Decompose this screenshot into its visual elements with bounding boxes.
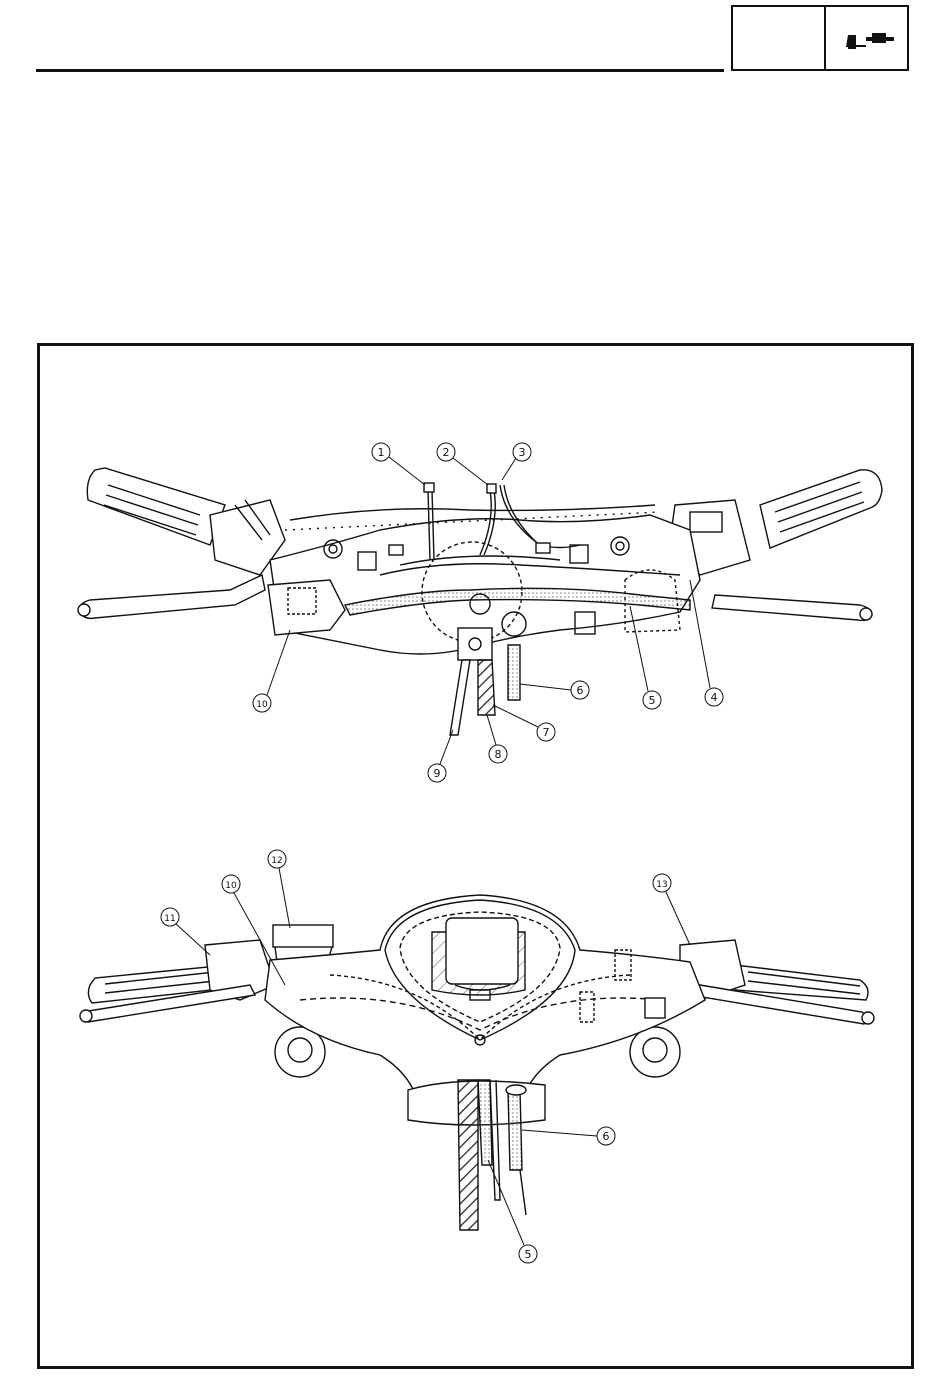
callout-label-9: 9 (434, 767, 441, 780)
right-grip (670, 470, 882, 575)
cable-7 (478, 660, 495, 715)
left-grip (87, 468, 285, 575)
front-cable-6 (508, 1090, 522, 1170)
callout-label-6: 6 (577, 684, 584, 697)
callout-label-4: 4 (711, 691, 718, 704)
top-view (78, 468, 882, 735)
callout-label-5: 5 (649, 694, 656, 707)
callout-label-1: 1 (378, 446, 385, 459)
callout-label-5-front: 5 (525, 1248, 532, 1261)
callout-label-2: 2 (443, 446, 450, 459)
cable-9 (450, 660, 470, 735)
callout-label-13: 13 (656, 880, 667, 890)
callout-3 (502, 443, 531, 480)
callout-label-12: 12 (271, 856, 282, 866)
cable-6 (508, 645, 520, 700)
callout-label-3: 3 (519, 446, 526, 459)
callout-label-11: 11 (164, 914, 175, 924)
callout-6-front (522, 1127, 615, 1145)
callout-5 (630, 606, 661, 709)
callout-label-10-front: 10 (225, 881, 237, 891)
callout-label-10: 10 (256, 700, 268, 710)
right-brake-lever (712, 595, 872, 620)
callout-label-7: 7 (543, 726, 550, 739)
callout-label-8: 8 (495, 748, 502, 761)
front-cable-hatched (458, 1080, 478, 1230)
callout-label-6-front: 6 (603, 1130, 610, 1143)
left-brake-lever (80, 575, 265, 618)
callout-9 (428, 730, 453, 782)
